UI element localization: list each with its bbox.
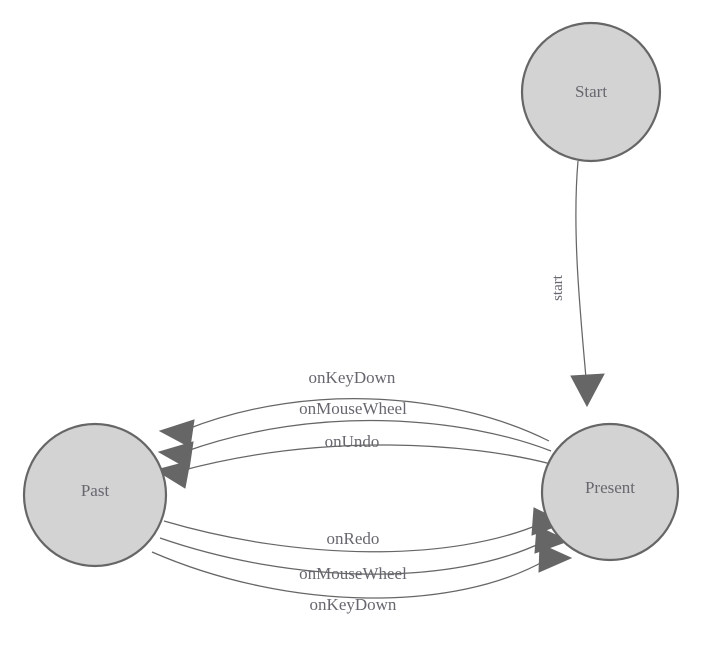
node-start-circle	[520, 21, 662, 163]
node-present-circle	[540, 422, 680, 562]
edge-label-past-present-onmousewheel: onMouseWheel	[299, 564, 407, 583]
edge-present-to-past-onkeydown[interactable]	[158, 398, 550, 448]
edge-path-past-present-onmousewheel	[159, 537, 544, 575]
edge-label-past-present-onredo: onRedo	[327, 529, 380, 548]
arrowhead-present-past-onkeydown	[158, 419, 195, 448]
edge-path-past-present-onkeydown	[151, 551, 547, 599]
edge-label-present-past-onmousewheel: onMouseWheel	[299, 399, 407, 418]
node-past[interactable]: Past	[22, 422, 168, 568]
node-start[interactable]: Start	[520, 21, 662, 163]
edge-path-present-past-onmousewheel	[183, 419, 552, 453]
edge-past-to-present-onkeydown[interactable]	[151, 543, 573, 599]
edge-label-present-past-onkeydown: onKeyDown	[309, 368, 396, 387]
arrowhead-present-past-onundo	[154, 460, 191, 489]
edge-label-past-present-onkeydown: onKeyDown	[310, 595, 397, 614]
arrowhead-past-present-onkeydown	[538, 543, 573, 573]
edge-start-to-present[interactable]	[570, 160, 605, 408]
edge-path-present-past-onundo	[179, 444, 552, 472]
node-present[interactable]: Present	[540, 422, 680, 562]
node-present-label: Present	[585, 478, 635, 497]
node-past-circle	[22, 422, 168, 568]
arrowhead-start-present	[570, 373, 605, 408]
edge-present-to-past-onundo[interactable]	[154, 444, 552, 489]
edge-path-present-past-onkeydown	[184, 398, 550, 442]
edge-label-present-past-onundo: onUndo	[325, 432, 380, 451]
edge-path-past-present-onredo	[163, 520, 541, 553]
edge-path-start-present	[575, 160, 587, 379]
edge-label-start: start	[550, 274, 566, 301]
node-start-label: Start	[575, 82, 607, 101]
node-past-label: Past	[81, 481, 110, 500]
